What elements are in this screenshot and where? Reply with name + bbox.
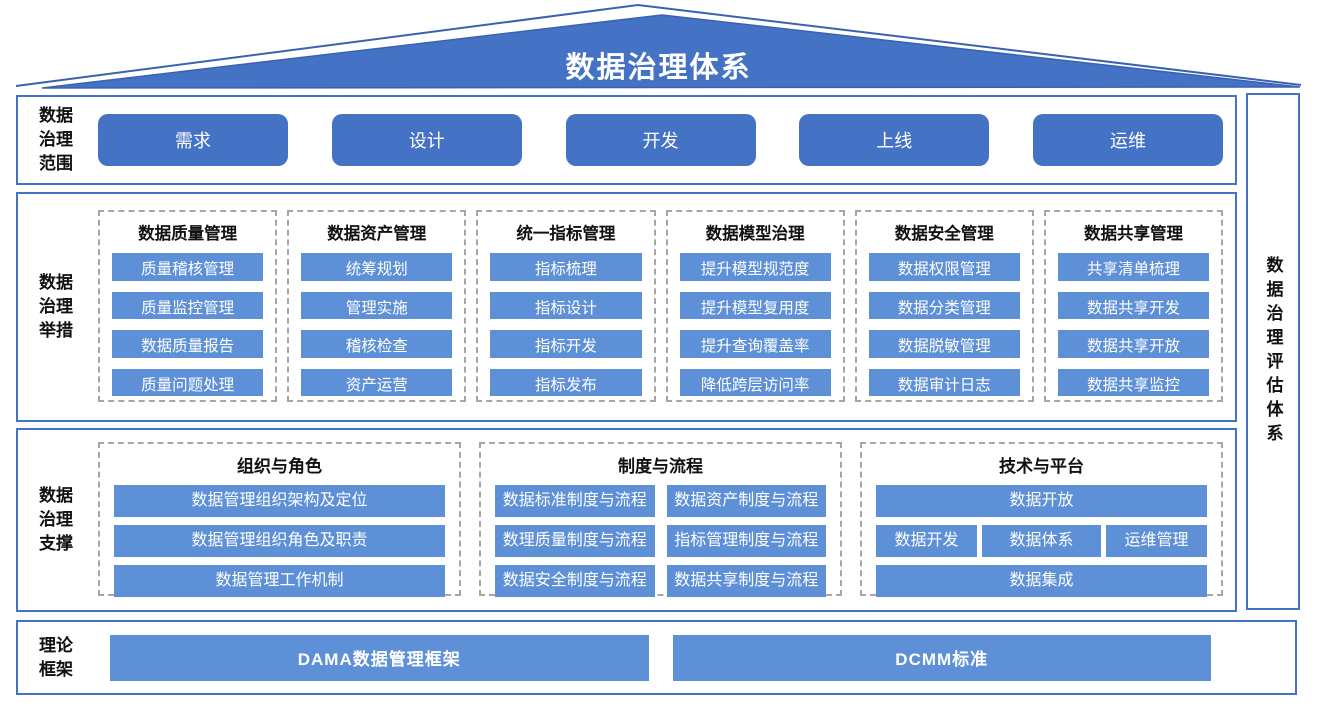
measures-section: 数据 治理 举措 数据质量管理 质量稽核管理 质量监控管理 数据质量报告 质量问… (16, 192, 1237, 422)
process-grid: 数据标准制度与流程 数据资产制度与流程 数理质量制度与流程 指标管理制度与流程 … (495, 485, 826, 597)
measure-item: 统筹规划 (301, 253, 453, 281)
support-group-organization: 组织与角色 数据管理组织架构及定位 数据管理组织角色及职责 数据管理工作机制 (98, 442, 461, 597)
measure-column-title: 数据资产管理 (327, 225, 427, 243)
measure-item: 指标设计 (490, 291, 642, 319)
measure-item: 质量监控管理 (112, 291, 264, 319)
measure-item: 稽核检查 (301, 330, 453, 358)
support-group-title: 制度与流程 (618, 457, 703, 476)
measure-item: 指标发布 (490, 368, 642, 396)
measure-item: 数据权限管理 (868, 253, 1020, 281)
measure-item: 数据脱敏管理 (868, 330, 1020, 358)
measure-column-title: 统一指标管理 (516, 225, 616, 243)
measure-column-quality: 数据质量管理 质量稽核管理 质量监控管理 数据质量报告 质量问题处理 (98, 210, 278, 402)
support-section-label: 数据 治理 支撑 (39, 486, 73, 553)
support-item: 数据共享制度与流程 (666, 565, 826, 597)
roof-shape (15, 3, 1302, 89)
measure-item: 数据共享开发 (1057, 291, 1210, 319)
evaluation-section: 数据治理评估体系 (1246, 93, 1300, 610)
measure-column-model: 数据模型治理 提升模型规范度 提升模型复用度 提升查询覆盖率 降低跨层访问率 (665, 210, 845, 402)
support-item: 数据安全制度与流程 (495, 565, 655, 597)
measure-item: 提升查询覆盖率 (679, 330, 831, 358)
measure-item: 提升模型规范度 (679, 253, 831, 281)
measure-item: 管理实施 (301, 291, 453, 319)
measure-item: 指标梳理 (490, 253, 642, 281)
measure-column-security: 数据安全管理 数据权限管理 数据分类管理 数据脱敏管理 数据审计日志 (854, 210, 1034, 402)
support-group-technology: 技术与平台 数据开放 数据开发 数据体系 运维管理 数据集成 (860, 442, 1223, 597)
measure-item: 资产运营 (301, 368, 453, 396)
scope-item-design: 设计 (331, 114, 522, 166)
measure-item: 质量稽核管理 (112, 253, 264, 281)
support-item: 数据体系 (981, 525, 1102, 557)
theory-item-dcmm: DCMM标准 (672, 634, 1211, 681)
support-item: 数据管理组织架构及定位 (114, 485, 445, 517)
scope-item-launch: 上线 (799, 114, 990, 166)
support-group-title: 技术与平台 (999, 457, 1084, 476)
measure-item: 降低跨层访问率 (679, 368, 831, 396)
support-item: 数据管理组织角色及职责 (114, 525, 445, 557)
support-section: 数据 治理 支撑 组织与角色 数据管理组织架构及定位 数据管理组织角色及职责 数… (16, 428, 1237, 612)
support-group-process: 制度与流程 数据标准制度与流程 数据资产制度与流程 数理质量制度与流程 指标管理… (479, 442, 842, 597)
support-item: 运维管理 (1106, 525, 1207, 557)
measure-item: 提升模型复用度 (679, 291, 831, 319)
measure-column-title: 数据共享管理 (1083, 225, 1183, 243)
support-group-title: 组织与角色 (237, 457, 322, 476)
measure-item: 共享清单梳理 (1057, 253, 1210, 281)
support-item: 数据资产制度与流程 (666, 485, 826, 517)
measure-item: 数据共享监控 (1057, 368, 1210, 396)
evaluation-label: 数据治理评估体系 (1263, 255, 1283, 448)
measure-item: 数据共享开放 (1057, 330, 1210, 358)
measure-column-sharing: 数据共享管理 共享清单梳理 数据共享开发 数据共享开放 数据共享监控 (1043, 210, 1224, 402)
measure-column-asset: 数据资产管理 统筹规划 管理实施 稽核检查 资产运营 (287, 210, 467, 402)
support-item: 数理质量制度与流程 (495, 525, 655, 557)
theory-item-dama: DAMA数据管理框架 (110, 634, 649, 681)
technology-middle-row: 数据开发 数据体系 运维管理 (876, 525, 1207, 557)
theory-section-label: 理论 框架 (39, 635, 73, 679)
measure-item: 指标开发 (490, 330, 642, 358)
theory-items: DAMA数据管理框架 DCMM标准 (94, 622, 1295, 693)
measure-column-title: 数据安全管理 (894, 225, 994, 243)
support-item: 指标管理制度与流程 (666, 525, 826, 557)
measure-column-title: 数据模型治理 (705, 225, 805, 243)
support-item: 数据管理工作机制 (114, 565, 445, 597)
theory-section: 理论 框架 DAMA数据管理框架 DCMM标准 (16, 620, 1297, 695)
support-item: 数据开发 (876, 525, 977, 557)
measures-section-label: 数据 治理 举措 (39, 273, 73, 340)
scope-item-operate: 运维 (1033, 114, 1223, 166)
measure-columns: 数据质量管理 质量稽核管理 质量监控管理 数据质量报告 质量问题处理 数据资产管… (94, 194, 1235, 420)
measure-column-title: 数据质量管理 (138, 225, 238, 243)
measure-item: 数据审计日志 (868, 368, 1020, 396)
diagram-title: 数据治理体系 (565, 52, 752, 84)
scope-item-requirement: 需求 (98, 114, 288, 166)
scope-section: 数据 治理 范围 需求 设计 开发 上线 运维 (16, 95, 1237, 185)
scope-items: 需求 设计 开发 上线 运维 (94, 97, 1235, 183)
measure-column-indicator: 统一指标管理 指标梳理 指标设计 指标开发 指标发布 (476, 210, 656, 402)
measure-item: 质量问题处理 (112, 368, 264, 396)
scope-section-label: 数据 治理 范围 (39, 106, 73, 173)
measure-item: 数据质量报告 (112, 330, 264, 358)
support-item: 数据标准制度与流程 (495, 485, 655, 517)
measure-item: 数据分类管理 (868, 291, 1020, 319)
support-item: 数据集成 (876, 565, 1207, 597)
support-groups: 组织与角色 数据管理组织架构及定位 数据管理组织角色及职责 数据管理工作机制 制… (94, 430, 1235, 610)
scope-item-develop: 开发 (565, 114, 756, 166)
support-item: 数据开放 (876, 485, 1207, 517)
